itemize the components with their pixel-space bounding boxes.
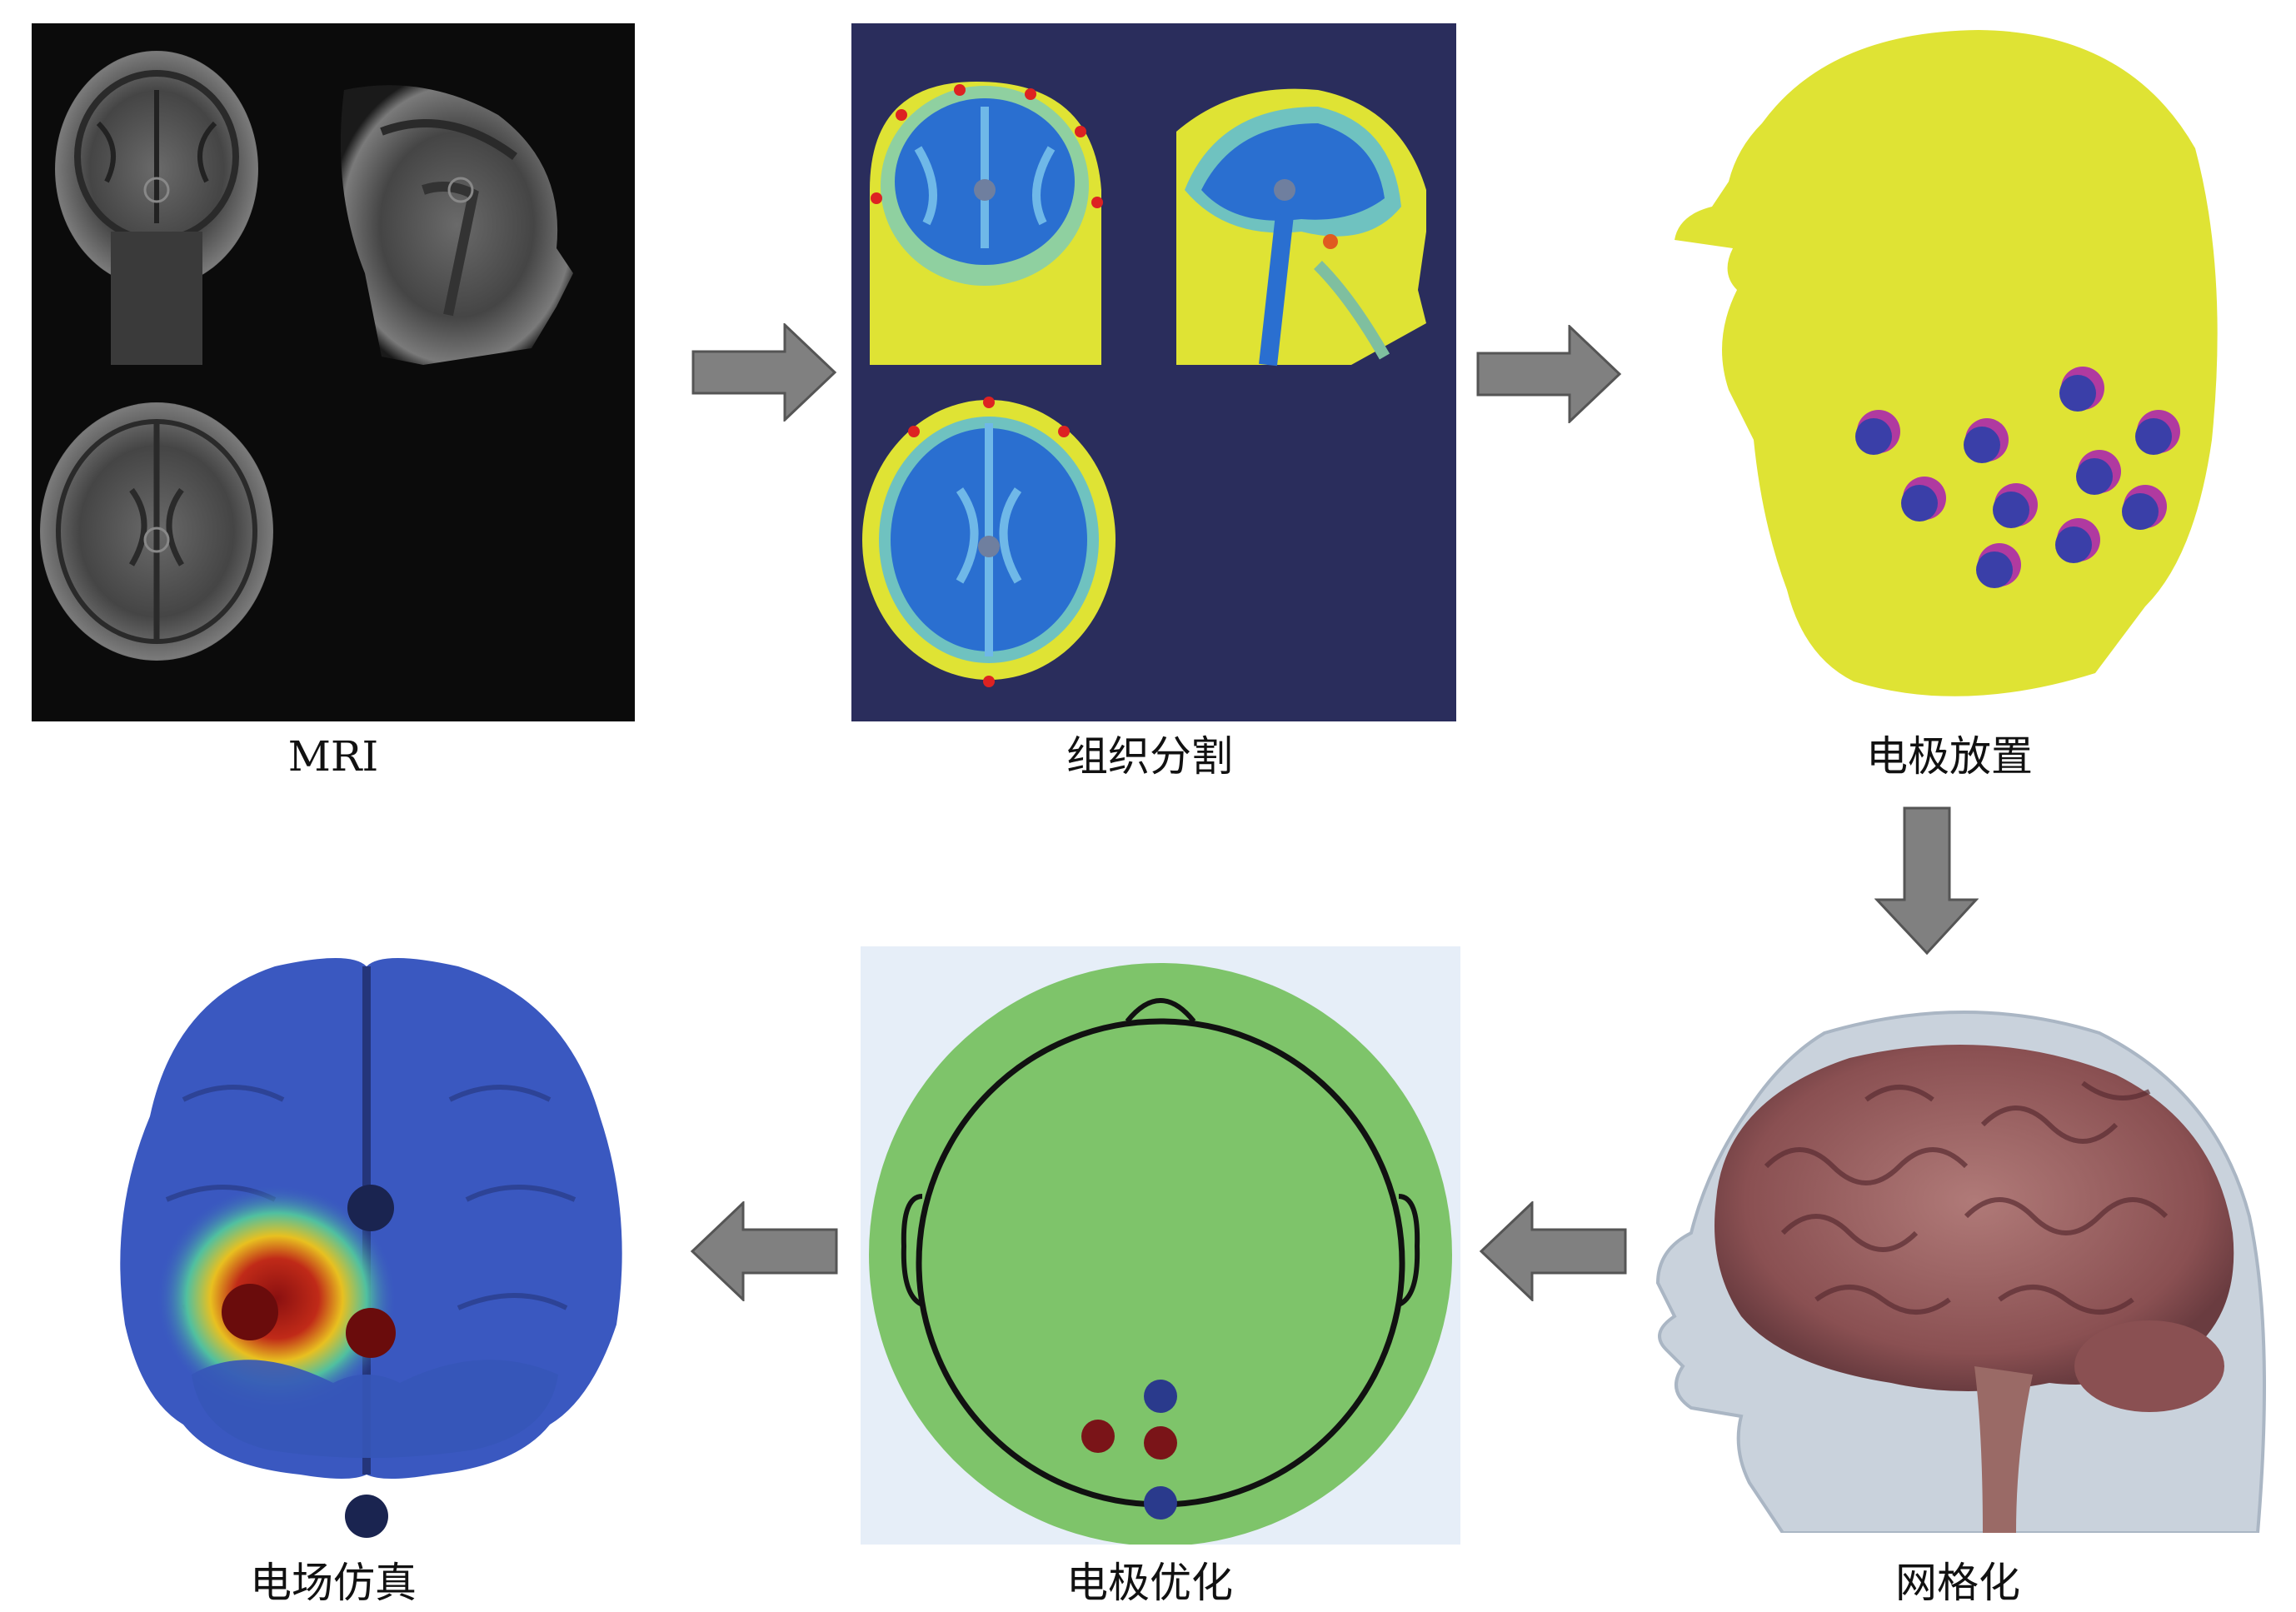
arrow-left-icon xyxy=(690,1201,838,1301)
arrow-down-icon xyxy=(1874,806,1979,956)
electrode-icon xyxy=(2076,450,2121,495)
mri-coronal-slice xyxy=(55,51,258,365)
anode-electrode-icon xyxy=(222,1284,278,1340)
electrode-icon xyxy=(1855,410,1900,455)
segmentation-coronal xyxy=(870,82,1103,365)
electrode-icon xyxy=(2135,410,2180,455)
electrode-icon xyxy=(1901,477,1946,522)
caption-electrode-placement: 电极放置 xyxy=(1866,732,2033,781)
cathode-electrode-icon xyxy=(1144,1380,1177,1413)
electrode-icon xyxy=(1993,483,2038,528)
caption-meshing: 网格化 xyxy=(1895,1559,2020,1607)
mri-axial-slice xyxy=(40,402,273,661)
head-model-image xyxy=(1675,30,2218,696)
field-simulation-panel xyxy=(83,933,650,1550)
anode-electrode-icon xyxy=(1144,1426,1177,1460)
anode-electrode-icon xyxy=(1081,1420,1115,1453)
electrode-placement-panel xyxy=(1662,23,2229,706)
meshing-panel xyxy=(1616,1000,2266,1533)
segmentation-image xyxy=(851,23,1456,721)
caption-mri: MRI xyxy=(287,732,379,781)
caption-field-simulation: 电场仿真 xyxy=(250,1559,417,1607)
caption-segmentation: 组织分割 xyxy=(1066,732,1233,781)
segmentation-panel xyxy=(851,23,1456,721)
electrode-markers xyxy=(1855,367,2180,588)
arrow-right-icon xyxy=(691,323,837,422)
topographic-head-map xyxy=(861,946,1460,1545)
cathode-electrode-icon xyxy=(1144,1486,1177,1520)
electrode-icon xyxy=(2122,485,2167,530)
cathode-electrode-icon xyxy=(345,1495,388,1538)
segmentation-sagittal xyxy=(1176,88,1426,367)
arrow-left-icon xyxy=(1479,1201,1627,1301)
electrode-optimization-panel xyxy=(861,946,1460,1545)
caption-electrode-optimization: 电极优化 xyxy=(1066,1559,1233,1607)
brain-field-image xyxy=(120,958,622,1538)
electrode-icon xyxy=(1976,543,2021,588)
segmentation-axial xyxy=(862,397,1116,687)
electrode-icon xyxy=(2059,367,2104,412)
arrow-right-icon xyxy=(1476,325,1622,423)
mri-panel xyxy=(32,23,635,721)
brain-mesh-image xyxy=(1655,1011,2266,1533)
cathode-electrode-icon xyxy=(347,1185,394,1231)
anode-electrode-icon xyxy=(346,1308,396,1358)
mri-sagittal-slice xyxy=(340,85,573,366)
mri-image xyxy=(32,23,635,721)
electrode-icon xyxy=(2055,518,2100,563)
electrode-icon xyxy=(1964,418,2009,463)
